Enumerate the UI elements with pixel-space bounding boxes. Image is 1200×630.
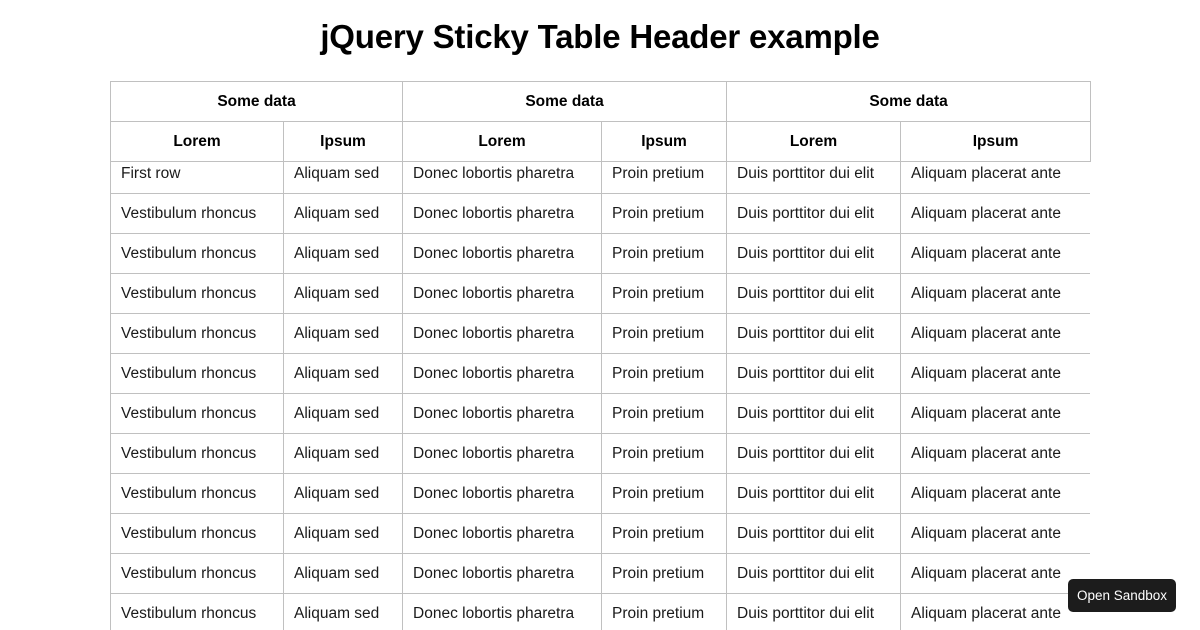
table-cell-r10-c0: Vestibulum rhoncus	[110, 553, 284, 594]
table-cell-r4-c4: Duis porttitor dui elit	[726, 313, 902, 354]
table-cell-r1-c2: Donec lobortis pharetra	[402, 193, 603, 234]
table-cell-r6-c3: Proin pretium	[601, 393, 728, 434]
table-cell-r8-c2: Donec lobortis pharetra	[402, 473, 603, 514]
table-cell-r4-c1: Aliquam sed	[282, 313, 404, 354]
table-cell-r9-c0: Vestibulum rhoncus	[110, 513, 284, 554]
table-cell-r9-c5: Aliquam placerat ante	[900, 513, 1090, 554]
table-cell-r3-c1: Aliquam sed	[282, 273, 404, 314]
table-cell-r5-c1: Aliquam sed	[282, 353, 404, 394]
table-cell-r1-c3: Proin pretium	[601, 193, 728, 234]
table-cell-r7-c5: Aliquam placerat ante	[900, 433, 1090, 474]
table-cell-r3-c2: Donec lobortis pharetra	[402, 273, 603, 314]
table-cell-r5-c0: Vestibulum rhoncus	[110, 353, 284, 394]
table-cell-r2-c0: Vestibulum rhoncus	[110, 233, 284, 274]
table-cell-r6-c4: Duis porttitor dui elit	[726, 393, 902, 434]
table-cell-r6-c2: Donec lobortis pharetra	[402, 393, 603, 434]
table-cell-r9-c4: Duis porttitor dui elit	[726, 513, 902, 554]
sticky-column-header-cell-5[interactable]: Ipsum	[900, 121, 1092, 162]
table-cell-r7-c3: Proin pretium	[601, 433, 728, 474]
table-cell-r1-c1: Aliquam sed	[282, 193, 404, 234]
sticky-column-header-cell-0[interactable]: Lorem	[110, 121, 284, 162]
table-cell-r4-c5: Aliquam placerat ante	[900, 313, 1090, 354]
table-cell-r10-c4: Duis porttitor dui elit	[726, 553, 902, 594]
table-cell-r3-c0: Vestibulum rhoncus	[110, 273, 284, 314]
table-cell-r5-c5: Aliquam placerat ante	[900, 353, 1090, 394]
sticky-column-header-cell-2[interactable]: Lorem	[402, 121, 603, 162]
table-cell-r2-c4: Duis porttitor dui elit	[726, 233, 902, 274]
table-cell-r3-c3: Proin pretium	[601, 273, 728, 314]
table-cell-r4-c0: Vestibulum rhoncus	[110, 313, 284, 354]
table-cell-r2-c3: Proin pretium	[601, 233, 728, 274]
sticky-column-header-cell-1[interactable]: Ipsum	[282, 121, 404, 162]
sticky-group-header-cell-0: Some data	[109, 81, 404, 122]
table-cell-r8-c3: Proin pretium	[601, 473, 728, 514]
table-cell-r7-c0: Vestibulum rhoncus	[110, 433, 284, 474]
table-cell-r8-c1: Aliquam sed	[282, 473, 404, 514]
table-cell-r9-c1: Aliquam sed	[282, 513, 404, 554]
table-cell-r2-c1: Aliquam sed	[282, 233, 404, 274]
table-cell-r5-c3: Proin pretium	[601, 353, 728, 394]
table-cell-r2-c2: Donec lobortis pharetra	[402, 233, 603, 274]
table-cell-r1-c0: Vestibulum rhoncus	[110, 193, 284, 234]
table-cell-r8-c0: Vestibulum rhoncus	[110, 473, 284, 514]
table-cell-r11-c2: Donec lobortis pharetra	[402, 593, 603, 630]
table-cell-r5-c4: Duis porttitor dui elit	[726, 353, 902, 394]
table-cell-r3-c5: Aliquam placerat ante	[900, 273, 1090, 314]
table-cell-r7-c2: Donec lobortis pharetra	[402, 433, 603, 474]
table-cell-r4-c3: Proin pretium	[601, 313, 728, 354]
open-sandbox-button[interactable]: Open Sandbox	[1068, 579, 1176, 612]
table-cell-r7-c1: Aliquam sed	[282, 433, 404, 474]
table-cell-r4-c2: Donec lobortis pharetra	[402, 313, 603, 354]
table-cell-r6-c5: Aliquam placerat ante	[900, 393, 1090, 434]
sticky-group-header-cell-2: Some data	[726, 81, 1092, 122]
table-cell-r11-c0: Vestibulum rhoncus	[110, 593, 284, 630]
table-cell-r5-c2: Donec lobortis pharetra	[402, 353, 603, 394]
table-cell-r2-c5: Aliquam placerat ante	[900, 233, 1090, 274]
table-cell-r9-c2: Donec lobortis pharetra	[402, 513, 603, 554]
table-cell-r3-c4: Duis porttitor dui elit	[726, 273, 902, 314]
table-cell-r10-c5: Aliquam placerat ante	[900, 553, 1090, 594]
table-cell-r11-c4: Duis porttitor dui elit	[726, 593, 902, 630]
table-cell-r1-c4: Duis porttitor dui elit	[726, 193, 902, 234]
sticky-group-header-cell-1: Some data	[402, 81, 728, 122]
sticky-column-header-cell-4[interactable]: Lorem	[726, 121, 902, 162]
table-cell-r7-c4: Duis porttitor dui elit	[726, 433, 902, 474]
table-cell-r10-c2: Donec lobortis pharetra	[402, 553, 603, 594]
table-cell-r10-c3: Proin pretium	[601, 553, 728, 594]
table-cell-r9-c3: Proin pretium	[601, 513, 728, 554]
table-cell-r8-c5: Aliquam placerat ante	[900, 473, 1090, 514]
table-cell-r6-c1: Aliquam sed	[282, 393, 404, 434]
table-cell-r10-c1: Aliquam sed	[282, 553, 404, 594]
table-cell-r1-c5: Aliquam placerat ante	[900, 193, 1090, 234]
table-cell-r6-c0: Vestibulum rhoncus	[110, 393, 284, 434]
page-title: jQuery Sticky Table Header example	[320, 18, 880, 55]
table-cell-r8-c4: Duis porttitor dui elit	[726, 473, 902, 514]
table-cell-r11-c3: Proin pretium	[601, 593, 728, 630]
table-cell-r11-c5: Aliquam placerat ante	[900, 593, 1090, 630]
sticky-column-header-cell-3[interactable]: Ipsum	[601, 121, 728, 162]
table-cell-r11-c1: Aliquam sed	[282, 593, 404, 630]
